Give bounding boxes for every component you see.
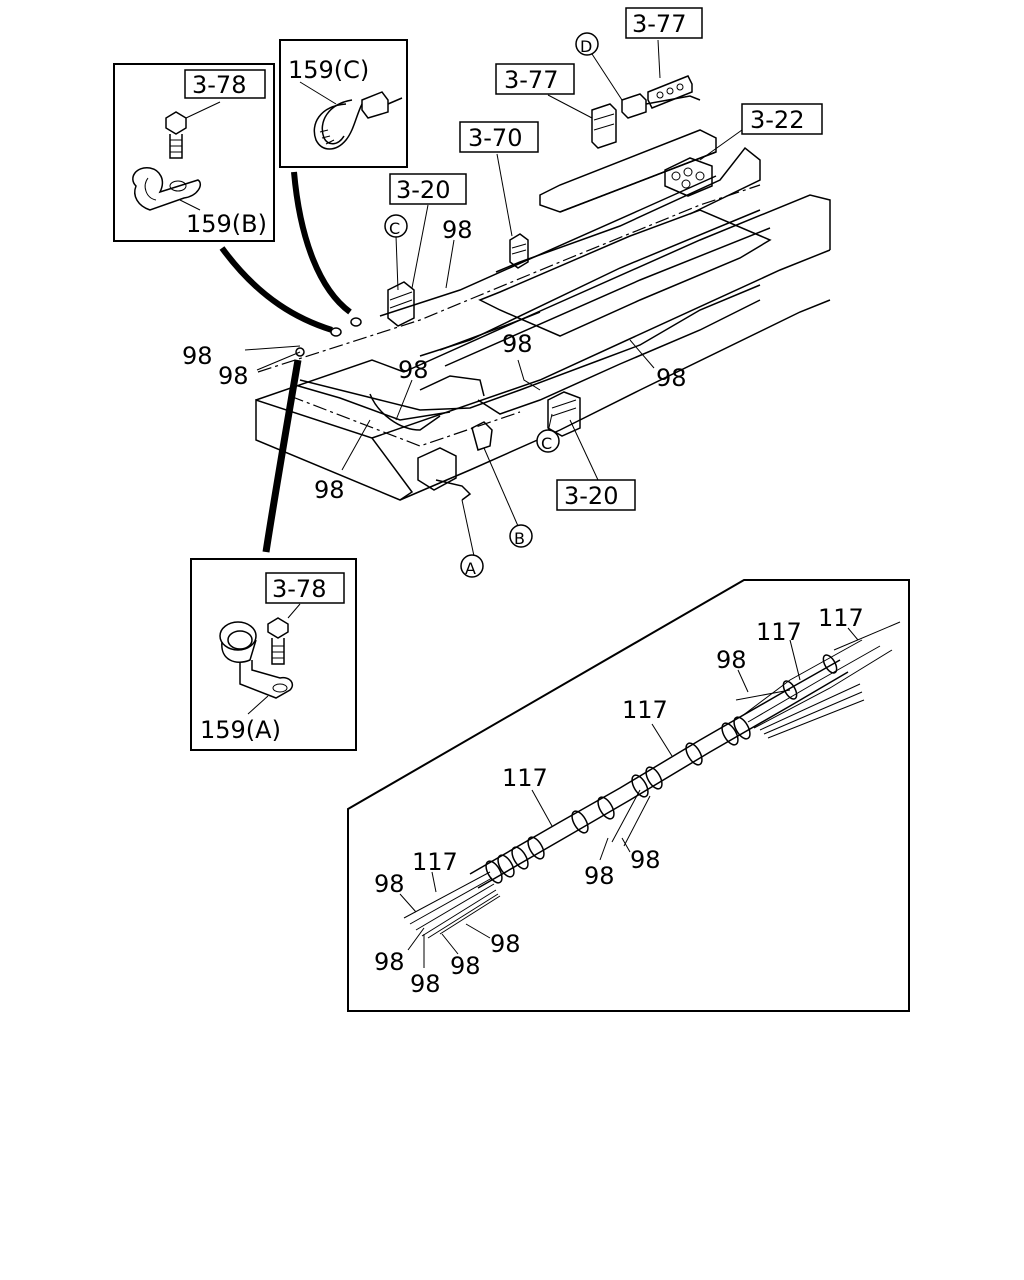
ref-label-3-70: 3-70 xyxy=(468,124,522,152)
ref-label-3-20-upper: 3-20 xyxy=(396,176,450,204)
ref-label-3-20-lower: 3-20 xyxy=(564,482,618,510)
harness-label: 98 xyxy=(374,870,405,898)
harness-label: 98 xyxy=(410,970,441,998)
connector-a xyxy=(417,447,472,501)
marker-circles xyxy=(384,32,599,578)
harness-label: 98 xyxy=(442,216,473,244)
harness-label: 98 xyxy=(374,948,405,976)
harness-label: 98 xyxy=(502,330,533,358)
callout-curves xyxy=(219,171,352,553)
harness-clips xyxy=(295,317,362,357)
ref-label-3-77-lower: 3-77 xyxy=(504,66,558,94)
marker-c-upper: C xyxy=(389,219,400,238)
ref-label-3-78-top: 3-78 xyxy=(192,71,246,99)
leader-lines xyxy=(244,39,743,557)
tube-label: 117 xyxy=(756,618,802,646)
harness-label: 98 xyxy=(584,862,615,890)
ref-boxes xyxy=(389,7,823,511)
connector-3-77-upper xyxy=(647,75,693,109)
detail-box-159a xyxy=(190,558,357,751)
part-label-159b: 159(B) xyxy=(186,210,267,238)
tube-label: 117 xyxy=(412,848,458,876)
marker-b: B xyxy=(514,529,525,548)
bracket-3-20-upper xyxy=(387,281,415,327)
ref-label-3-22: 3-22 xyxy=(750,106,804,134)
ref-label-3-77-upper: 3-77 xyxy=(632,10,686,38)
harness-label: 98 xyxy=(450,952,481,980)
harness-label: 98 xyxy=(656,364,687,392)
marker-a: A xyxy=(465,559,476,578)
detail-panel-tubes xyxy=(347,579,910,1012)
harness-label: 98 xyxy=(182,342,213,370)
detail-box-159b xyxy=(113,63,275,242)
part-label-159a: 159(A) xyxy=(200,716,281,744)
tube-label: 117 xyxy=(502,764,548,792)
harness-label: 98 xyxy=(490,930,521,958)
relay-block-3-22 xyxy=(664,157,713,197)
marker-d: D xyxy=(580,37,592,56)
connector-3-70 xyxy=(509,233,529,269)
harness-label: 98 xyxy=(314,476,345,504)
marker-c-lower: C xyxy=(541,434,552,453)
connector-b xyxy=(471,421,493,451)
ref-label-3-78-bottom: 3-78 xyxy=(272,575,326,603)
connector-d xyxy=(621,93,701,119)
connector-3-77-lower xyxy=(591,103,617,149)
harness-label: 98 xyxy=(398,356,429,384)
chassis-frame xyxy=(255,129,831,501)
harness-label: 98 xyxy=(218,362,249,390)
bracket-3-20-lower xyxy=(547,391,581,437)
harness-label: 98 xyxy=(716,646,747,674)
detail-box-159c xyxy=(279,39,408,168)
tube-label: 117 xyxy=(818,604,864,632)
harness-label: 98 xyxy=(630,846,661,874)
tube-label: 117 xyxy=(622,696,668,724)
part-label-159c: 159(C) xyxy=(288,56,369,84)
